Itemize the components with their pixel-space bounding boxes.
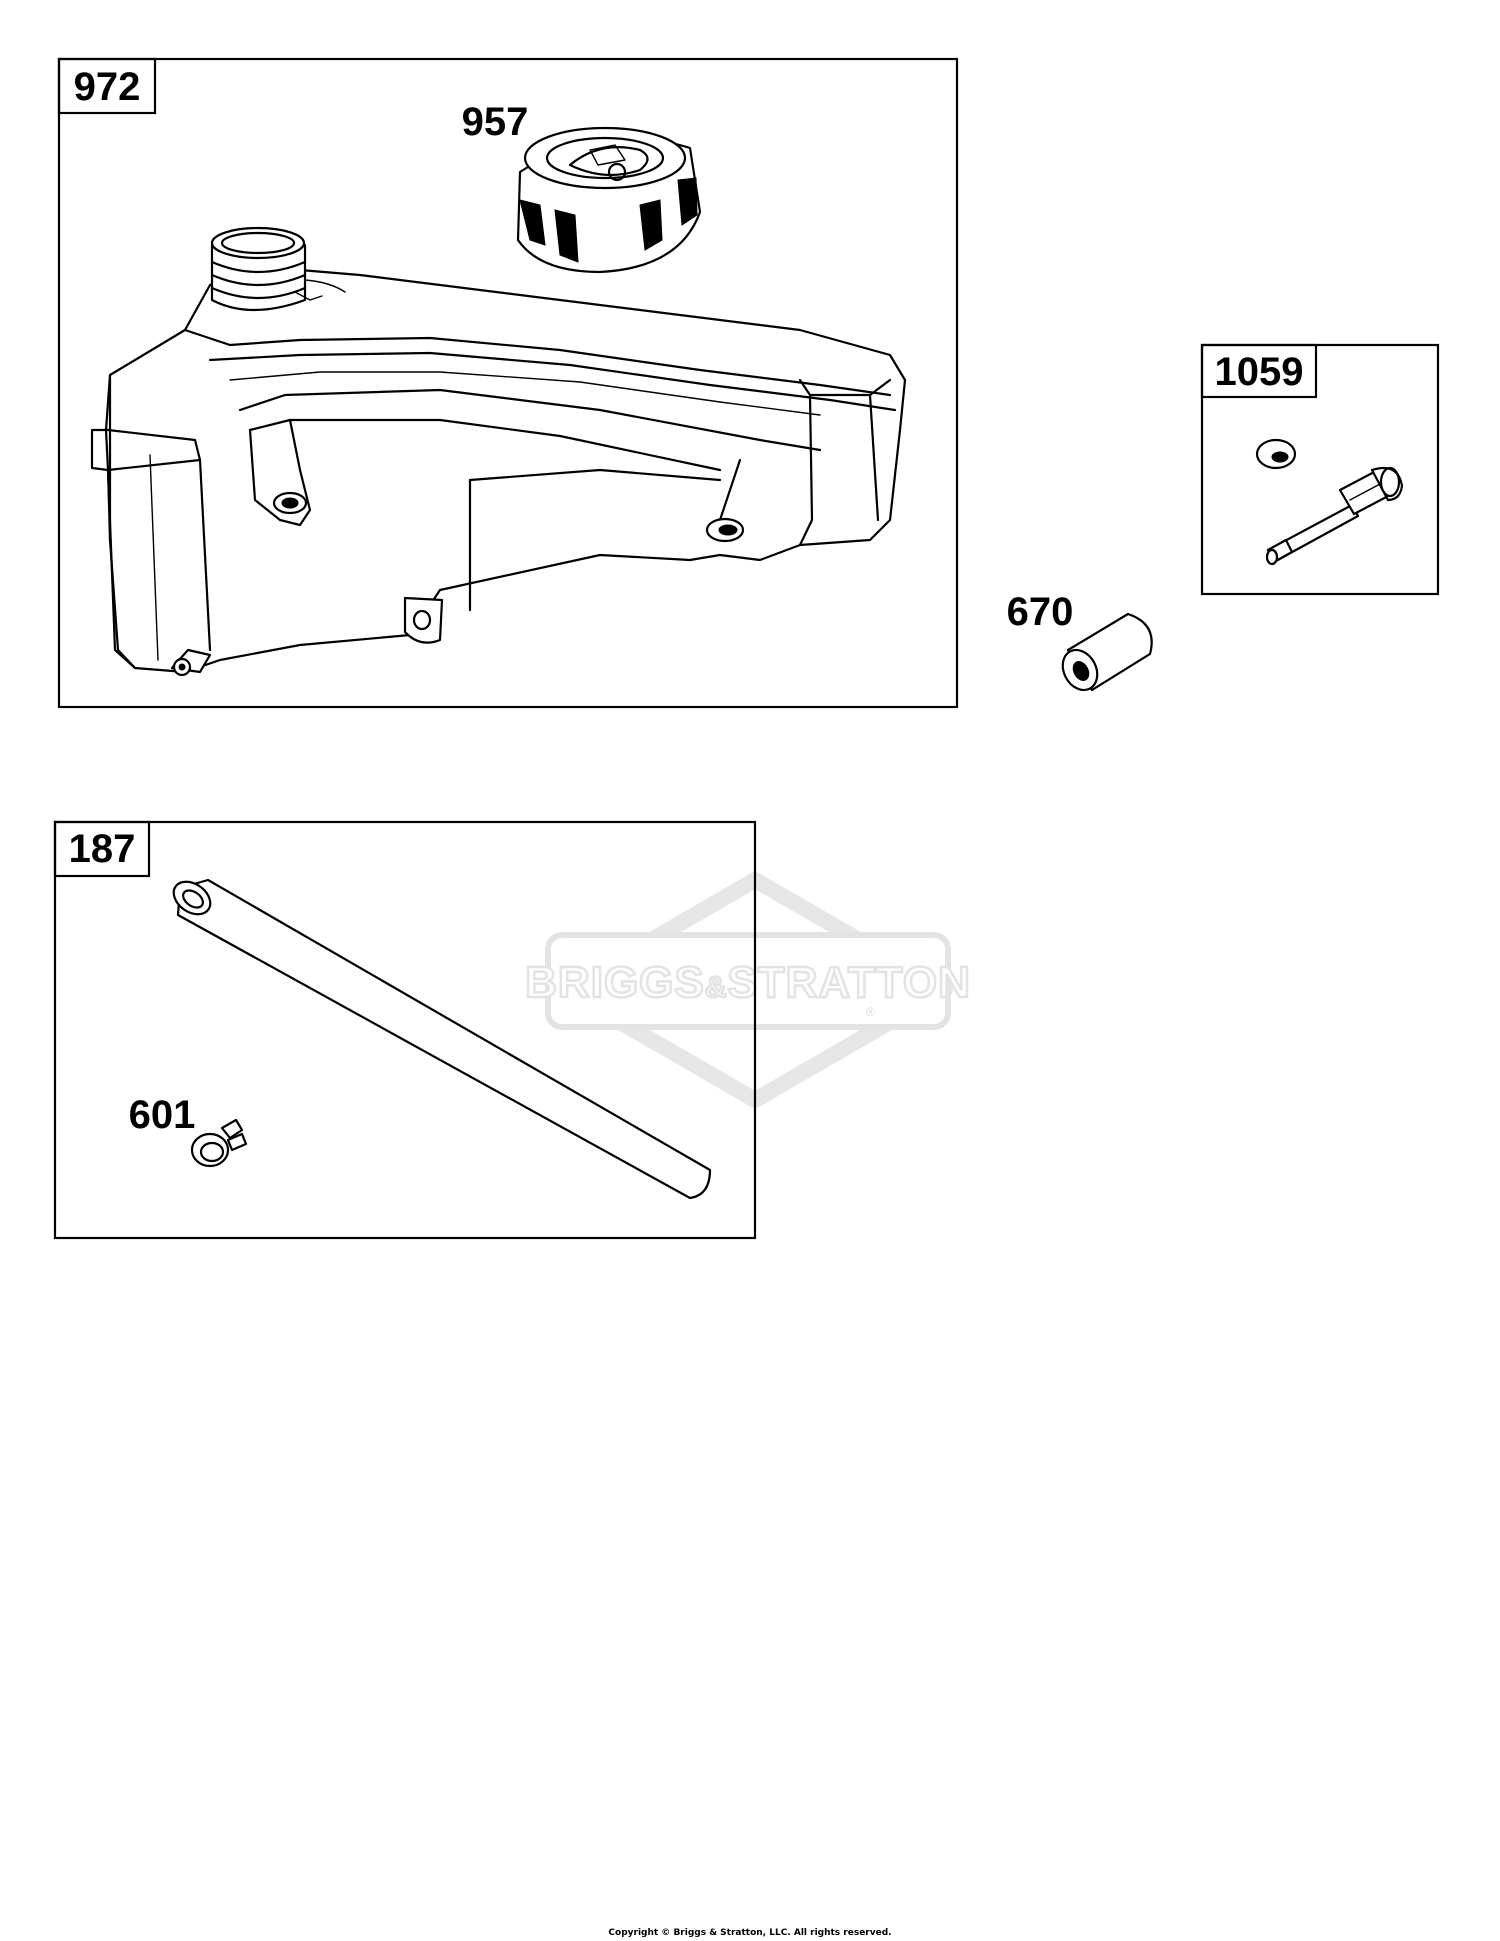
- watermark-brand-right: STRATTON: [727, 958, 970, 1007]
- box-1059-frame: [1200, 343, 1440, 596]
- watermark-text: BRIGGS&STRATTON: [525, 958, 971, 1007]
- fuel-cap-icon: [516, 126, 702, 274]
- box-187-label-frame: [53, 820, 151, 878]
- watermark-brand-left: BRIGGS: [525, 958, 705, 1007]
- hose-clamp-icon: [190, 1118, 248, 1168]
- fuel-line-hose-icon: [172, 878, 712, 1200]
- box-187-frame: [53, 820, 757, 1240]
- fuel-tank-icon: [90, 226, 907, 677]
- label-670: 670: [1007, 590, 1074, 634]
- label-957: 957: [462, 100, 529, 144]
- bolt-icon: [1265, 466, 1404, 566]
- box-972-label: 972: [74, 65, 141, 109]
- box-1059-bolt-kit: 1059: [1200, 343, 1440, 596]
- copyright-notice: Copyright © Briggs & Stratton, LLC. All …: [608, 1928, 892, 1938]
- label-601: 601: [129, 1093, 196, 1137]
- box-187-fuel-line-kit: 187 601: [53, 820, 757, 1240]
- watermark-registered-mark: ®: [866, 1005, 875, 1019]
- box-187-label: 187: [69, 827, 136, 871]
- briggs-stratton-watermark: BRIGGS&STRATTON ®: [524, 872, 971, 1108]
- washer-icon: [1255, 438, 1297, 470]
- box-1059-label-frame: [1200, 343, 1318, 399]
- box-972-label-frame: [57, 57, 157, 115]
- watermark-brand-amp: &: [705, 971, 728, 1004]
- box-972-frame: [57, 57, 959, 709]
- box-972-fuel-tank: 972: [57, 57, 959, 709]
- watermark-banner: [545, 932, 951, 1030]
- box-1059-label: 1059: [1215, 350, 1304, 394]
- spacer-670: 670: [1007, 590, 1153, 692]
- spacer-icon: [1061, 612, 1153, 692]
